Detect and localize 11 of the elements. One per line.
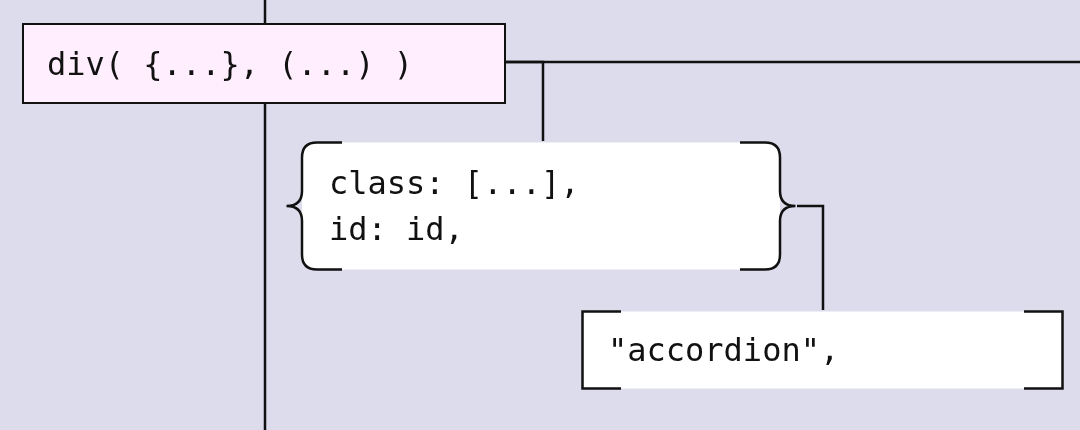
code-text: class: [...], bbox=[329, 163, 580, 204]
code-text: id: id, bbox=[329, 209, 464, 250]
function-call-box bbox=[22, 23, 506, 104]
array-bracket-box bbox=[581, 310, 1064, 390]
object-brace-box bbox=[285, 141, 797, 271]
connector-line bbox=[797, 204, 825, 310]
connector-line bbox=[263, 0, 267, 23]
connector-line bbox=[506, 60, 545, 141]
connector-line bbox=[263, 104, 267, 430]
code-text: div( {...}, (...) ) bbox=[47, 43, 414, 85]
code-text: "accordion", bbox=[608, 330, 840, 371]
